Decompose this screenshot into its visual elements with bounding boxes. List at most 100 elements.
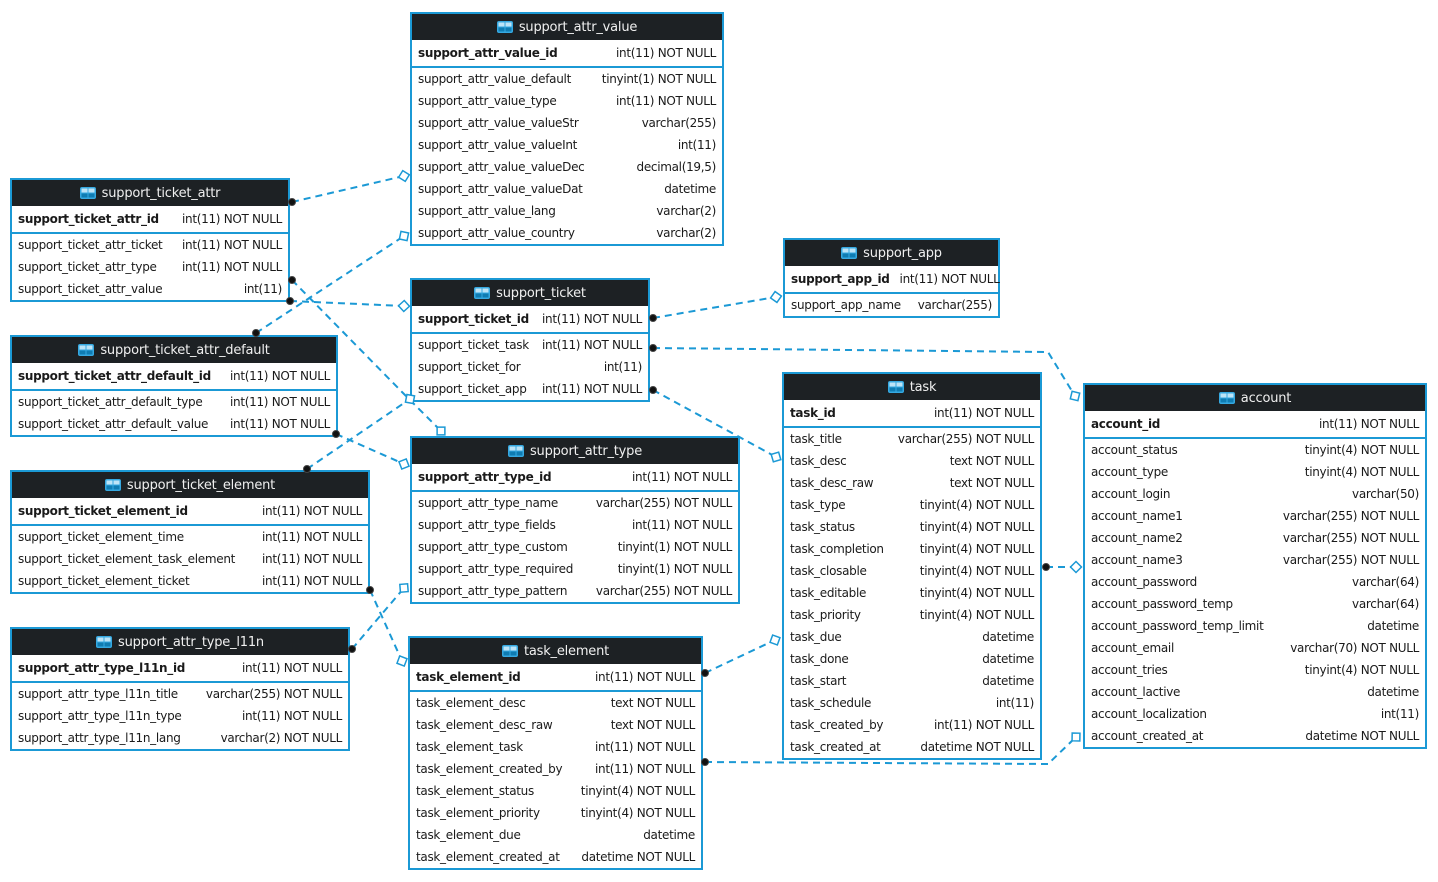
field-row: account_login varchar(50)	[1085, 483, 1425, 505]
field-name: task_done	[790, 652, 849, 666]
field-name: account_name2	[1091, 531, 1183, 545]
field-type: datetime	[982, 630, 1034, 644]
field-name: support_attr_value_lang	[418, 204, 556, 218]
field-type: varchar(255) NOT NULL	[205, 687, 342, 701]
field-name: support_attr_type_l11n_type	[18, 709, 182, 723]
field-type: int(11) NOT NULL	[182, 238, 282, 252]
field-name: support_ticket_attr_value	[18, 282, 163, 296]
table-header[interactable]: account	[1085, 385, 1425, 411]
field-type: varchar(64)	[1352, 597, 1419, 611]
table-grid-icon	[887, 381, 904, 393]
field-type: int(11) NOT NULL	[242, 661, 342, 675]
table-support_ticket_attr[interactable]: support_ticket_attr support_ticket_attr_i…	[10, 178, 290, 302]
field-type: int(11) NOT NULL	[595, 740, 695, 754]
table-support_ticket_element[interactable]: support_ticket_element support_ticket_ele…	[10, 470, 370, 594]
table-support_ticket_attr_default[interactable]: support_ticket_attr_default support_ticke…	[10, 335, 338, 437]
table-support_attr_type_l11n[interactable]: support_attr_type_l11n support_attr_type_…	[10, 627, 350, 751]
connector-dot-endpoint	[1042, 563, 1050, 571]
field-name: account_password	[1091, 575, 1197, 589]
table-header[interactable]: support_ticket	[412, 280, 648, 306]
field-name: support_attr_type_l11n_id	[18, 661, 186, 675]
field-name: support_attr_type_l11n_lang	[18, 731, 181, 745]
field-name: support_attr_value_valueDec	[418, 160, 585, 174]
field-name: support_ticket_attr_default_value	[18, 417, 209, 431]
field-row: account_password_temp varchar(64)	[1085, 593, 1425, 615]
field-type: int(11)	[677, 138, 716, 152]
field-name: support_attr_value_default	[418, 72, 571, 86]
relationship-line-support_ticket_element-to-task_element	[369, 589, 403, 662]
table-header[interactable]: task	[784, 374, 1040, 400]
table-header[interactable]: support_ticket_attr	[12, 180, 288, 206]
field-type: tinyint(4) NOT NULL	[919, 564, 1035, 578]
field-type: tinyint(4) NOT NULL	[919, 498, 1035, 512]
table-header[interactable]: support_attr_type	[412, 438, 738, 464]
table-header[interactable]: support_attr_value	[412, 14, 722, 40]
field-type: tinyint(4) NOT NULL	[919, 520, 1035, 534]
table-header[interactable]: support_ticket_element	[12, 472, 368, 498]
field-row: account_name2 varchar(255) NOT NULL	[1085, 527, 1425, 549]
field-name: task_completion	[790, 542, 884, 556]
table-header[interactable]: support_attr_type_l11n	[12, 629, 348, 655]
connector-diamond-endpoint	[397, 169, 411, 183]
relationship-line-task_element-to-task	[704, 639, 776, 674]
field-name: support_ticket_attr_type	[18, 260, 157, 274]
field-name: support_app_id	[791, 272, 890, 286]
field-type: varchar(50)	[1352, 487, 1419, 501]
table-title: support_ticket	[496, 285, 586, 301]
field-type: varchar(255) NOT NULL	[1282, 553, 1419, 567]
field-type: int(11) NOT NULL	[632, 470, 732, 484]
field-type: int(11)	[1380, 707, 1419, 721]
table-title: account	[1240, 390, 1292, 406]
table-title: support_ticket_element	[126, 477, 276, 493]
field-type: varchar(255) NOT NULL	[1282, 531, 1419, 545]
table-header[interactable]: support_ticket_attr_default	[12, 337, 336, 363]
field-name: account_password_temp	[1091, 597, 1233, 611]
field-name: account_name3	[1091, 553, 1183, 567]
field-type: tinyint(4) NOT NULL	[580, 784, 696, 798]
field-type: varchar(255) NOT NULL	[595, 496, 732, 510]
field-type: int(11) NOT NULL	[595, 670, 695, 684]
field-type: int(11) NOT NULL	[616, 94, 716, 108]
connector-diamond-endpoint	[399, 583, 409, 593]
table-header[interactable]: support_app	[785, 240, 998, 266]
relationship-line-support_ticket_attr-to-support_attr_value	[291, 175, 405, 203]
connector-diamond-endpoint	[436, 426, 446, 436]
field-name: task_desc	[790, 454, 847, 468]
field-name: task_element_due	[416, 828, 521, 842]
field-name: task_title	[790, 432, 842, 446]
field-name: account_login	[1091, 487, 1171, 501]
table-header[interactable]: task_element	[410, 638, 701, 664]
field-name: account_id	[1091, 417, 1161, 431]
field-name: support_attr_value_id	[418, 46, 558, 60]
field-type: datetime	[1367, 619, 1419, 633]
field-name: support_ticket_attr_id	[18, 212, 159, 226]
